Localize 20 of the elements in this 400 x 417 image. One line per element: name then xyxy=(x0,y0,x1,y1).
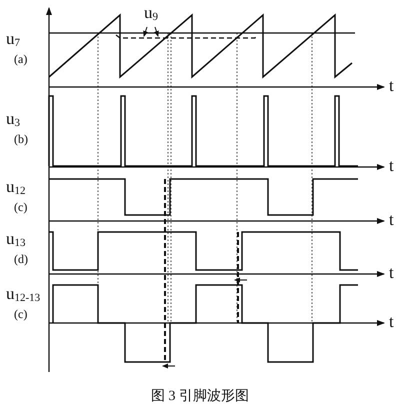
axis-label: t xyxy=(389,157,394,175)
axis-label: t xyxy=(389,264,394,282)
dashed-level-line xyxy=(116,34,258,39)
panel-label: (d) xyxy=(14,251,28,268)
signal-label: u$_{7}$ xyxy=(6,30,20,51)
axis-label: t xyxy=(389,313,394,331)
panel-label: (c) xyxy=(14,306,28,323)
axis-label: t xyxy=(389,211,394,229)
signal-label: u$_{9}$ xyxy=(144,4,158,26)
leader-line xyxy=(143,26,148,37)
signal-label: u$_{13}$ xyxy=(6,230,26,251)
signal-label: u$_{12-13}$ xyxy=(6,285,40,306)
panel-label: (b) xyxy=(14,131,28,148)
panel-label: (c) xyxy=(14,199,28,216)
signal-label: u$_{12}$ xyxy=(6,178,26,199)
axis-label: t xyxy=(389,77,394,95)
leader-line xyxy=(154,26,159,37)
caption: 图 3 引脚波形图 xyxy=(150,388,250,406)
signal-label: u$_{3}$ xyxy=(6,110,20,131)
panel-label: (a) xyxy=(14,51,28,68)
